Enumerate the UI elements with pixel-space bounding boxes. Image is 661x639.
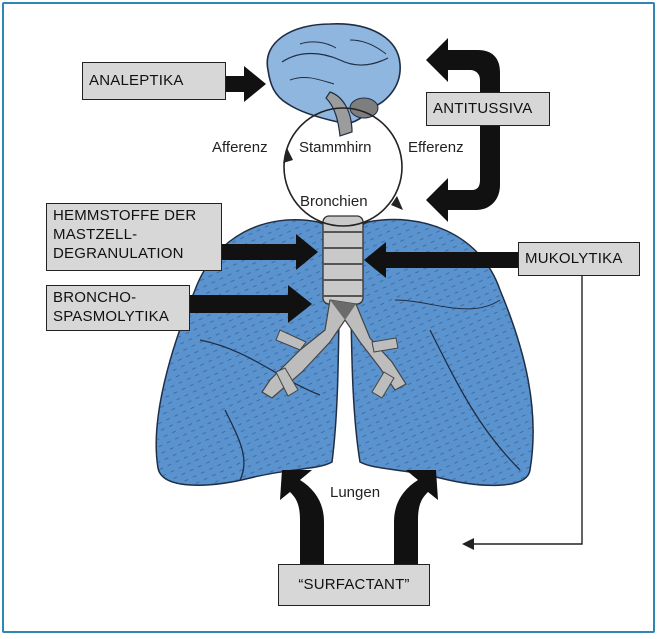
antitussiva-arrow [426,38,500,222]
hemmstoffe-box: HEMMSTOFFE DER MASTZELL- DEGRANULATION [46,203,222,271]
bronchien-label: Bronchien [300,193,368,210]
efferenz-label: Efferenz [408,139,464,156]
analeptika-arrow [226,66,266,102]
analeptika-box: ANALEPTIKA [82,62,226,100]
mukolytika-box: MUKOLYTIKA [518,242,640,276]
lungen-label: Lungen [330,484,380,501]
hemmstoffe-label-line3: DEGRANULATION [53,244,215,263]
broncho-label-line1: BRONCHO- [53,288,183,307]
mukolytika-label: MUKOLYTIKA [525,250,623,267]
bronchospasmolytika-box: BRONCHO- SPASMOLYTIKA [46,285,190,331]
surfactant-box: “SURFACTANT” [278,564,430,606]
analeptika-label: ANALEPTIKA [89,72,184,89]
mukolytika-thin-arrowhead [462,538,474,550]
afferenz-label: Afferenz [212,139,268,156]
brain-illustration [267,24,400,136]
surfactant-label: “SURFACTANT” [298,576,409,593]
surfactant-left-arrow [280,470,324,564]
antitussiva-label: ANTITUSSIVA [433,100,532,117]
broncho-label-line2: SPASMOLYTIKA [53,307,183,326]
surfactant-right-arrow [394,470,438,564]
stammhirn-label: Stammhirn [299,139,372,156]
hemmstoffe-label-line1: HEMMSTOFFE DER [53,206,215,225]
antitussiva-box: ANTITUSSIVA [426,92,550,126]
hemmstoffe-label-line2: MASTZELL- [53,225,215,244]
